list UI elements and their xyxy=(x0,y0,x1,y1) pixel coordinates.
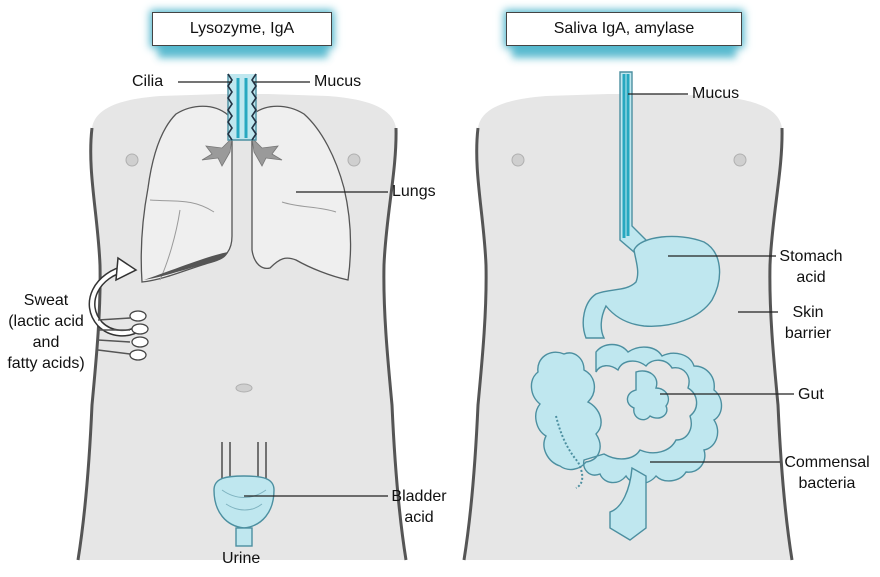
sweat-label: Sweat (lactic acid and fatty acids) xyxy=(2,290,90,374)
left-nipple-icon xyxy=(126,154,138,166)
skin-label: Skin barrier xyxy=(778,302,838,344)
right-torso-nipple-left-icon xyxy=(512,154,524,166)
commensal-label-line: Commensal xyxy=(780,452,874,473)
urine-label: Urine xyxy=(222,548,260,569)
stomach-label-line: acid xyxy=(772,267,850,288)
stomach-label: Stomach acid xyxy=(772,246,850,288)
sweat-gland-icon xyxy=(130,311,146,321)
stomach-label-line: Stomach xyxy=(772,246,850,267)
urethra xyxy=(236,528,252,546)
sweat-label-line: and xyxy=(2,332,90,353)
sweat-gland-icon xyxy=(132,337,148,347)
commensal-label: Commensal bacteria xyxy=(780,452,874,494)
sweat-label-line: Sweat xyxy=(2,290,90,311)
right-nipple-icon xyxy=(348,154,360,166)
sweat-gland-icon xyxy=(130,350,146,360)
trachea xyxy=(228,74,256,140)
bladder-label-line: acid xyxy=(386,507,452,528)
mucus-label-left: Mucus xyxy=(314,71,361,92)
skin-label-line: Skin xyxy=(778,302,838,323)
mucus-label-right: Mucus xyxy=(692,83,739,104)
sweat-label-line: fatty acids) xyxy=(2,353,90,374)
sweat-label-line: (lactic acid xyxy=(2,311,90,332)
gut-label: Gut xyxy=(798,384,824,405)
left-header-box: Lysozyme, IgA xyxy=(152,12,332,46)
lungs-label: Lungs xyxy=(392,181,436,202)
bladder-label: Bladder acid xyxy=(386,486,452,528)
bladder-label-line: Bladder xyxy=(386,486,452,507)
navel-icon xyxy=(236,384,252,392)
skin-label-line: barrier xyxy=(778,323,838,344)
sweat-gland-icon xyxy=(132,324,148,334)
cilia-label: Cilia xyxy=(132,71,163,92)
commensal-label-line: bacteria xyxy=(780,473,874,494)
right-header-box: Saliva IgA, amylase xyxy=(506,12,742,46)
right-torso-nipple-right-icon xyxy=(734,154,746,166)
